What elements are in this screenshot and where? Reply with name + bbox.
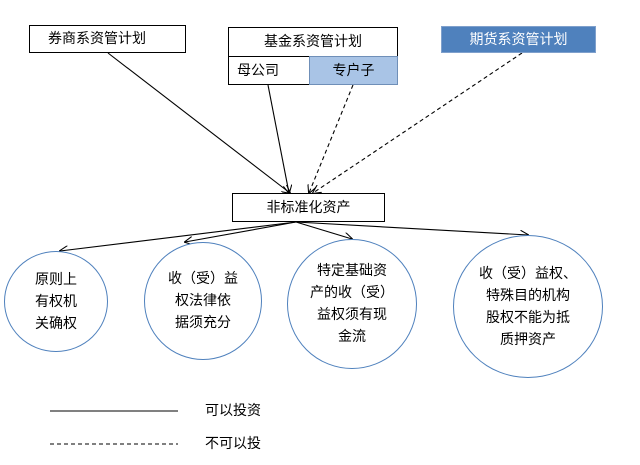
condition-circle-3-text: 特定基础资 产的收（受） 益权须有现 金流 [310, 263, 394, 345]
condition-circle-3: 特定基础资 产的收（受） 益权须有现 金流 [287, 239, 417, 369]
arrow-asset-to-circle-1 [60, 221, 297, 251]
arrow-broker-to-asset [107, 52, 290, 193]
futures-plan-label: 期货系资管计划 [469, 31, 568, 48]
arrow-asset-to-circle-3 [295, 221, 352, 239]
condition-circle-1-text: 原则上 有权机 关确权 [35, 271, 77, 332]
parent-company-label: 母公司 [237, 62, 279, 79]
subsidiary-label: 专户子 [332, 62, 375, 79]
legend-solid-label: 可以投资 [205, 403, 261, 419]
fund-plan-box: 基金系资管计划 [228, 27, 398, 57]
arrow-asset-to-circle-2 [185, 221, 297, 242]
condition-circle-4: 收（受）益权、 特殊目的机构 股权不能为抵 质押资产 [453, 235, 603, 378]
fund-plan-label: 基金系资管计划 [264, 34, 362, 50]
broker-plan-label: 券商系资管计划 [48, 31, 146, 47]
arrow-asset-to-circle-4 [295, 221, 528, 235]
broker-plan-box: 券商系资管计划 [29, 25, 186, 53]
parent-company-box: 母公司 [228, 56, 310, 85]
futures-plan-box: 期货系资管计划 [441, 26, 596, 53]
legend-dashed-label: 不可以投 [205, 436, 261, 452]
non-standard-asset-box: 非标准化资产 [232, 193, 385, 222]
non-standard-asset-label: 非标准化资产 [266, 199, 351, 216]
condition-circle-4-text: 收（受）益权、 特殊目的机构 股权不能为抵 质押资产 [479, 265, 577, 348]
condition-circle-2: 收（受）益 权法律依 据须充分 [144, 242, 262, 360]
arrow-parent-to-asset [267, 84, 289, 193]
condition-circle-1: 原则上 有权机 关确权 [4, 251, 108, 352]
subsidiary-box: 专户子 [309, 56, 398, 85]
arrow-subsidiary-to-asset [309, 84, 354, 193]
condition-circle-2-text: 收（受）益 权法律依 据须充分 [168, 271, 238, 331]
